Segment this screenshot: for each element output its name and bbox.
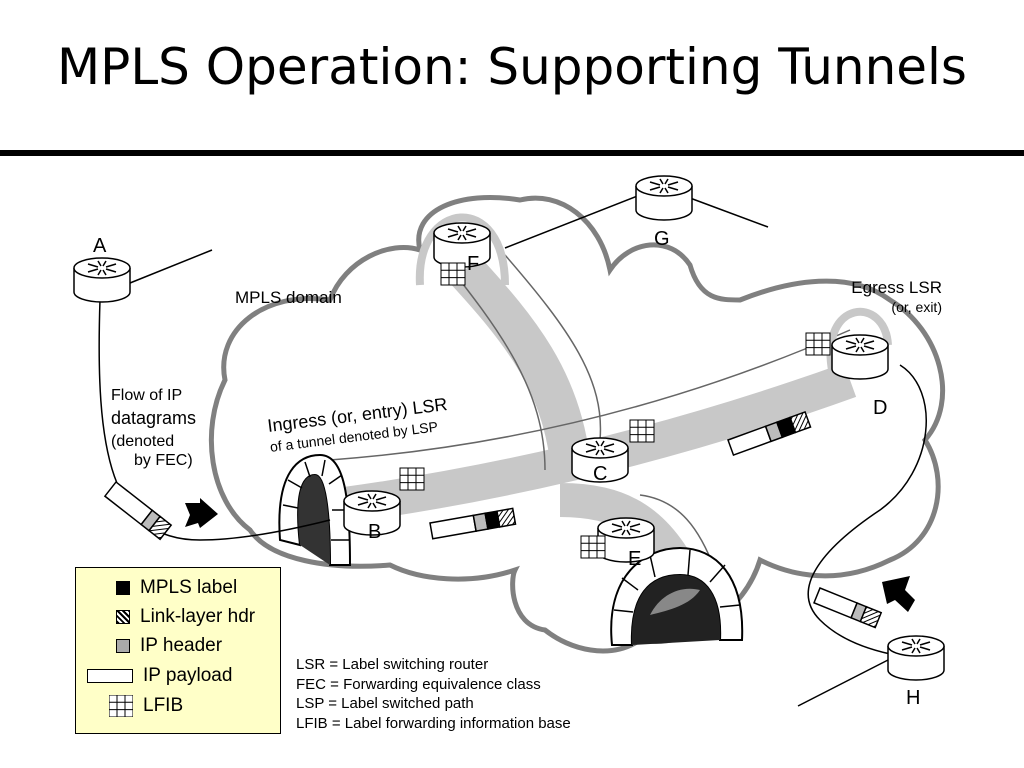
legend-lfib: LFIB — [109, 694, 183, 718]
flow-label-4: by FEC) — [134, 452, 193, 469]
ingress-tunnel-entrance — [278, 453, 352, 566]
egress-tunnel-e — [610, 546, 744, 646]
definition-lfib: LFIB = Label forwarding information base — [296, 714, 571, 732]
egress-label-2: (or, exit) — [891, 299, 942, 315]
router-label-h: H — [906, 687, 920, 709]
flow-d-h — [807, 364, 927, 656]
router-label-a: A — [93, 235, 107, 257]
mpls-domain-label: MPLS domain — [235, 288, 342, 307]
lfib-c-icon — [629, 419, 655, 443]
router-a-icon — [73, 257, 131, 303]
lfib-b-icon — [399, 467, 425, 491]
link-layer-swatch — [116, 610, 130, 624]
flow-label-2: datagrams — [111, 408, 196, 428]
router-label-g: G — [654, 228, 670, 250]
router-h-icon — [887, 635, 945, 681]
lfib-swatch-icon — [109, 695, 133, 717]
router-d-icon — [831, 334, 889, 380]
link-g — [689, 197, 769, 228]
arch-f — [415, 213, 509, 286]
flow-a-b — [98, 299, 331, 541]
ip-header-swatch — [116, 639, 130, 653]
legend-ip-payload: IP payload — [87, 664, 232, 688]
legend-ip-payload-text: IP payload — [143, 665, 233, 686]
router-label-b: B — [368, 521, 381, 543]
legend-link-layer: Link-layer hdr — [116, 605, 255, 629]
arrow-a-icon — [185, 498, 218, 528]
definition-lsp: LSP = Label switched path — [296, 695, 474, 712]
egress-label-1: Egress LSR — [851, 278, 942, 297]
legend-box: MPLS label Link-layer hdr IP header IP p… — [75, 567, 281, 734]
flow-label-3: (denoted — [111, 433, 174, 450]
lsp-line-upper — [329, 329, 851, 461]
legend-ip-header: IP header — [116, 634, 222, 658]
packet-a — [103, 480, 173, 541]
router-f-icon — [433, 222, 491, 268]
definition-lsr: LSR = Label switching router — [296, 656, 489, 673]
link-f-g — [504, 194, 641, 249]
lfib-f-icon — [440, 262, 466, 286]
link-h — [797, 659, 889, 707]
router-g-icon — [635, 175, 693, 221]
definition-fec: FEC = Forwarding equivalence class — [296, 675, 541, 693]
legend-mpls-label: MPLS label — [116, 576, 237, 600]
lsp-line-f2 — [504, 254, 602, 441]
legend-lfib-text: LFIB — [143, 695, 184, 716]
packet-h — [813, 587, 883, 629]
link-a — [129, 249, 213, 284]
arch-d — [826, 307, 892, 371]
legend-ip-header-text: IP header — [140, 635, 223, 656]
mpls-label-swatch — [116, 581, 130, 595]
legend-mpls-label-text: MPLS label — [140, 577, 238, 598]
definitions: LSR = Label switching router FEC = Forwa… — [296, 655, 571, 733]
legend-link-layer-text: Link-layer hdr — [140, 606, 256, 627]
router-e-icon — [597, 517, 655, 563]
page-title: MPLS Operation: Supporting Tunnels — [57, 38, 967, 96]
title-rule — [0, 150, 1024, 156]
tunnel-f-c — [450, 256, 590, 463]
arrow-h-icon — [882, 576, 915, 612]
router-label-d: D — [873, 397, 887, 419]
packet-b — [429, 507, 517, 540]
ip-payload-swatch — [87, 669, 133, 683]
lfib-d-icon — [805, 332, 831, 356]
router-label-c: C — [593, 463, 607, 485]
lfib-e-icon — [580, 535, 606, 559]
flow-label-1: Flow of IP — [111, 387, 182, 404]
packet-c — [727, 410, 812, 456]
router-label-e: E — [628, 548, 641, 570]
router-label-f: F — [467, 253, 479, 275]
